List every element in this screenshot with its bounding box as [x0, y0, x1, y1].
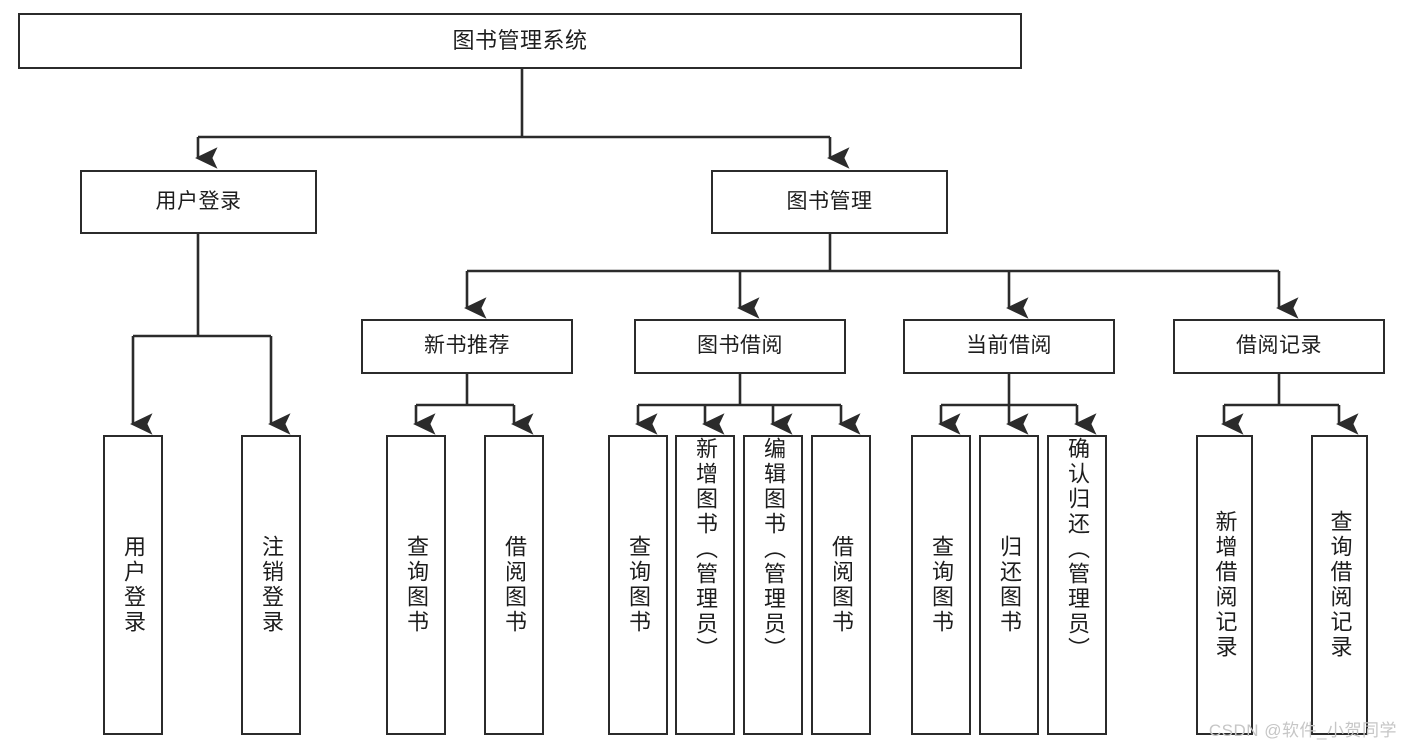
leaf-borrow-edit-book-admin[interactable]: 编辑图书（管理员）: [743, 435, 803, 735]
node-borrow-record[interactable]: 借阅记录: [1173, 319, 1385, 374]
leaf-borrow-add-book-admin[interactable]: 新增图书（管理员）: [675, 435, 735, 735]
node-label: 归还图书: [997, 535, 1022, 635]
node-new-book-recommend[interactable]: 新书推荐: [361, 319, 573, 374]
leaf-borrow-borrow-book[interactable]: 借阅图书: [811, 435, 871, 735]
node-label: 图书借阅: [697, 334, 783, 358]
leaf-user-login-logout[interactable]: 注销登录: [241, 435, 301, 735]
node-label: 编辑图书（管理员）: [761, 437, 786, 662]
node-label: 借阅图书: [829, 535, 854, 635]
leaf-current-return-book[interactable]: 归还图书: [979, 435, 1039, 735]
leaf-current-confirm-return-admin[interactable]: 确认归还（管理员）: [1047, 435, 1107, 735]
node-label: 确认归还（管理员）: [1065, 437, 1090, 662]
node-label: 新书推荐: [424, 334, 510, 358]
node-book-management[interactable]: 图书管理: [711, 170, 948, 234]
node-user-login[interactable]: 用户登录: [80, 170, 317, 234]
node-label: 新增图书（管理员）: [693, 437, 718, 662]
node-current-borrow[interactable]: 当前借阅: [903, 319, 1115, 374]
node-label: 图书管理: [786, 189, 873, 213]
leaf-recommend-borrow-book[interactable]: 借阅图书: [484, 435, 544, 735]
leaf-record-query-record[interactable]: 查询借阅记录: [1311, 435, 1368, 735]
watermark-text: CSDN @软件_小贺同学: [1208, 721, 1397, 740]
node-label: 注销登录: [259, 535, 284, 635]
node-label: 借阅记录: [1236, 334, 1322, 358]
node-label: 用户登录: [121, 535, 146, 635]
node-label: 新增借阅记录: [1212, 510, 1238, 660]
leaf-recommend-query-book[interactable]: 查询图书: [386, 435, 446, 735]
node-root-system[interactable]: 图书管理系统: [18, 13, 1022, 69]
leaf-current-query-book[interactable]: 查询图书: [911, 435, 971, 735]
node-label: 当前借阅: [966, 334, 1052, 358]
leaf-borrow-query-book[interactable]: 查询图书: [608, 435, 668, 735]
node-label: 借阅图书: [502, 535, 527, 635]
leaf-user-login-login[interactable]: 用户登录: [103, 435, 163, 735]
leaf-record-add-record[interactable]: 新增借阅记录: [1196, 435, 1253, 735]
node-label: 查询借阅记录: [1327, 510, 1353, 660]
node-book-borrow[interactable]: 图书借阅: [634, 319, 846, 374]
node-label: 查询图书: [404, 535, 429, 635]
node-label: 图书管理系统: [452, 28, 588, 54]
node-label: 查询图书: [929, 535, 954, 635]
node-label: 查询图书: [626, 535, 651, 635]
node-label: 用户登录: [155, 189, 242, 213]
